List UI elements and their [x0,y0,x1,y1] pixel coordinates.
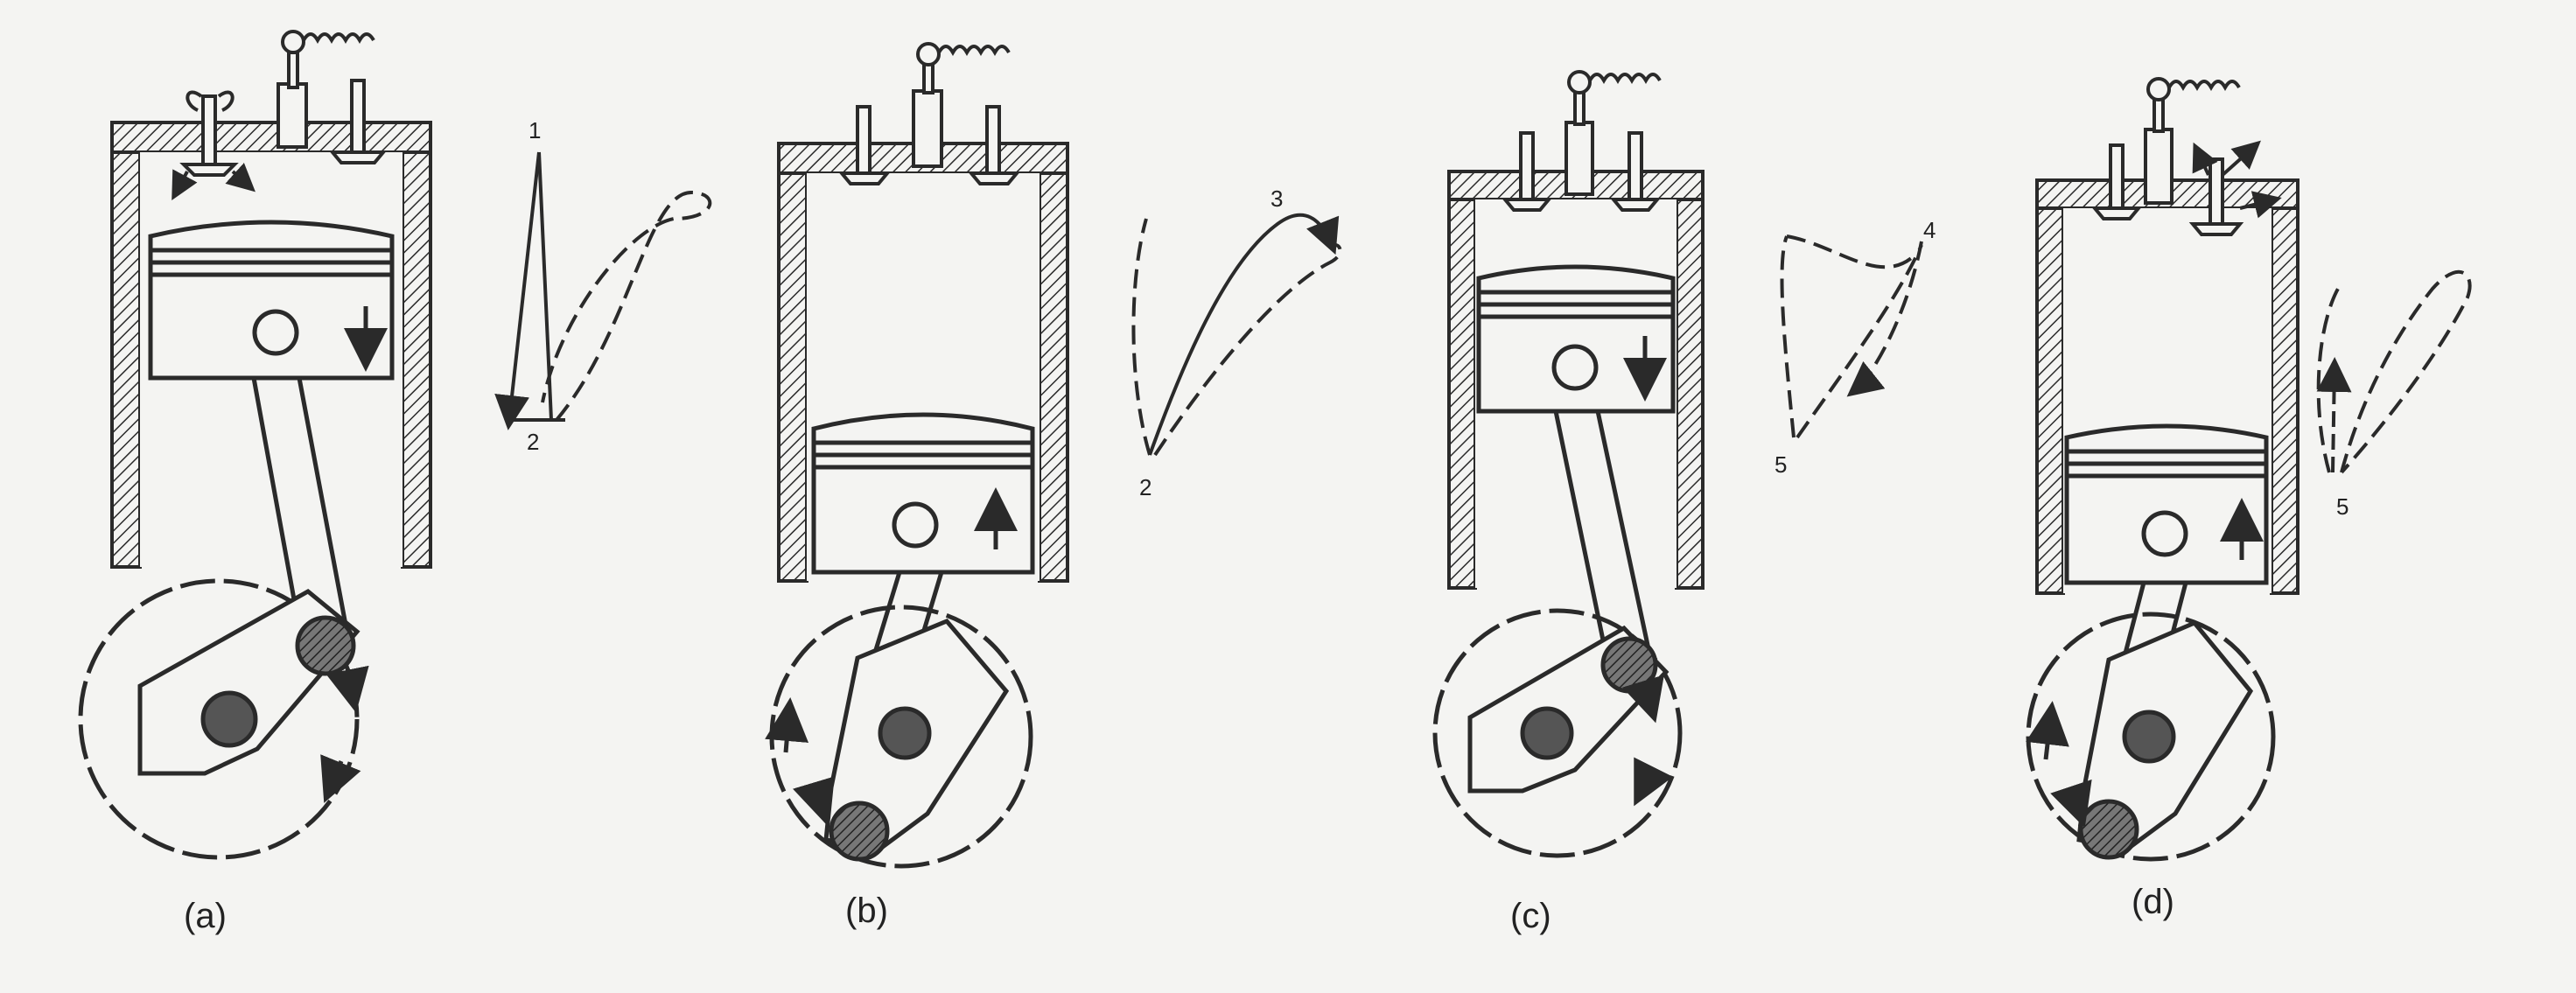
pv-diagram-a [494,151,712,430]
piston-d [2064,423,2269,585]
panel-a: 1 2 (a) [78,30,712,935]
valves-b [837,42,1021,185]
panel-caption: (a) [184,897,227,935]
pv-point-label: 5 [1774,451,1787,478]
pv-point-label: 3 [1270,185,1283,212]
panel-c: 4 5 (c) [1432,70,1936,935]
crank-d [2026,580,2276,862]
pv-diagram-c [1780,234,1923,439]
pv-point-label: 2 [527,429,539,455]
pv-point-label: 5 [2336,493,2348,520]
pv-point-label: 2 [1139,474,1152,500]
crank-b [765,570,1033,869]
piston-c [1476,264,1676,414]
valves-a [172,30,388,201]
pv-point-label: 1 [528,117,541,143]
piston-b [811,412,1035,575]
pv-diagram-b [1131,213,1342,457]
panel-caption: (b) [845,892,888,930]
pv-point-label: 4 [1923,217,1936,243]
panel-d: 5 (d) [2026,77,2472,921]
pv-diagram-d [2316,269,2472,474]
panel-caption: (d) [2132,883,2174,921]
panel-b: 3 2 (b) [765,42,1342,930]
crank-a [78,375,369,860]
valves-c [1501,70,1662,212]
piston-a [148,220,395,381]
crank-c [1432,409,1683,858]
panel-caption: (c) [1510,897,1551,935]
valves-d [2090,77,2282,236]
